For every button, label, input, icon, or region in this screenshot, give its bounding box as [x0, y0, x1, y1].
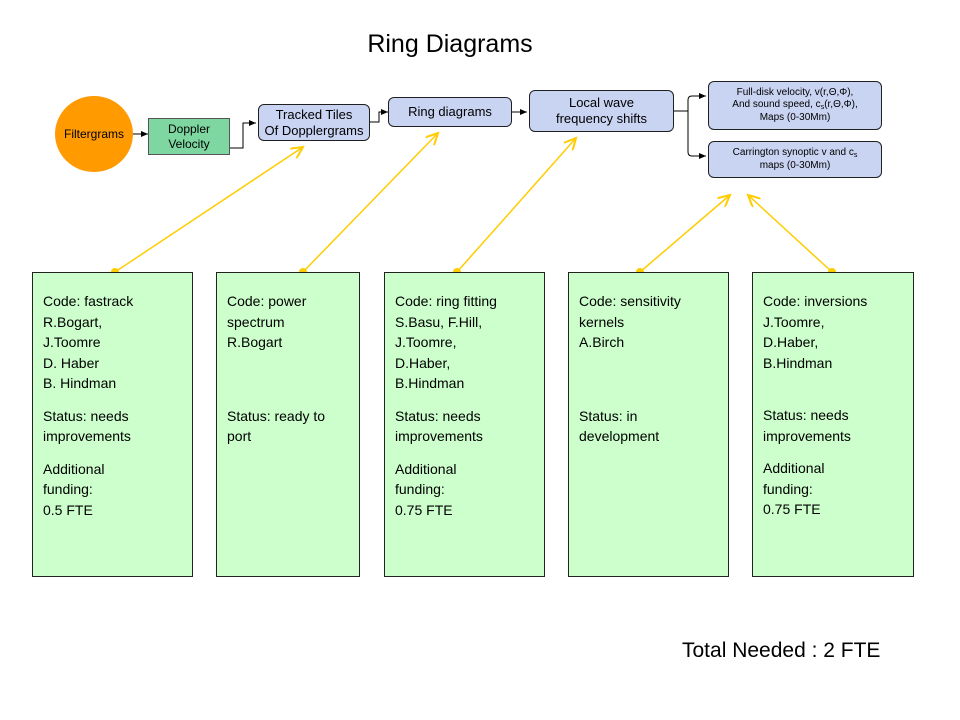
- card-line: funding:: [763, 480, 813, 497]
- card-line: funding:: [43, 481, 93, 497]
- card-status-block: Status: ready to port: [227, 406, 351, 447]
- node-doppler-line2: Velocity: [168, 136, 210, 151]
- card-line: R.Bogart: [227, 334, 283, 350]
- card-inversions: Code: inversions J.Toomre, D.Haber, B.Hi…: [752, 272, 914, 577]
- card-line: B.Hindman: [395, 375, 465, 391]
- card-line: J.Toomre,: [395, 334, 457, 350]
- card-line: port: [227, 428, 252, 444]
- node-ring-label: Ring diagrams: [408, 104, 492, 120]
- card-status-block: Status: needs improvements: [43, 406, 184, 447]
- card-status-block: Status: needs improvements: [763, 405, 905, 446]
- node-tracked-line1: Tracked Tiles: [275, 106, 353, 122]
- node-carrington-maps: Carrington synoptic v and cs maps (0-30M…: [708, 141, 882, 178]
- card-line: Status: needs: [763, 407, 849, 423]
- node-fulldisk-line3: Maps (0-30Mm): [759, 112, 831, 124]
- node-filtergrams-label: Filtergrams: [63, 126, 124, 141]
- flow-branch-vertical: [687, 93, 706, 111]
- card-funding-block: Additional funding: 0.75 FTE: [395, 459, 536, 521]
- node-carrington-line1-subscript: s: [853, 151, 858, 159]
- card-line: R.Bogart,: [43, 313, 103, 330]
- card-line: A.Birch: [579, 334, 625, 350]
- card-line: kernels: [579, 313, 625, 330]
- node-fulldisk-line2: And sound speed, cs(r,Θ,Φ),: [732, 99, 857, 112]
- node-full-disk-maps: Full-disk velocity, v(r,Θ,Φ), And sound …: [708, 81, 882, 130]
- card-line: B.Hindman: [763, 354, 833, 371]
- card-line: Status: needs: [395, 407, 481, 424]
- card-line: Code: ring fitting: [395, 293, 497, 309]
- node-filtergrams: Filtergrams: [55, 96, 133, 172]
- card-line: Code: sensitivity: [579, 293, 681, 309]
- card-line: Status: ready to: [227, 407, 326, 424]
- card-line: Status: in: [579, 407, 638, 424]
- card-line: funding:: [395, 481, 445, 497]
- link-arrow-sensitivity: [639, 195, 730, 273]
- node-fulldisk-line2-tail: (r,Θ,Φ),: [824, 98, 858, 110]
- card-power-spectrum: Code: power spectrum R.Bogart Status: re…: [216, 272, 360, 577]
- link-arrow-inversions: [748, 195, 833, 273]
- node-fulldisk-line2-text: And sound speed, c: [732, 98, 821, 110]
- card-sensitivity-kernels: Code: sensitivity kernels A.Birch Status…: [568, 272, 729, 577]
- node-doppler-line1: Doppler: [167, 122, 211, 137]
- card-line: D. Haber: [43, 354, 100, 371]
- card-line: 0.5 FTE: [43, 501, 93, 518]
- node-tracked-tiles: Tracked Tiles Of Dopplergrams: [258, 104, 370, 141]
- link-arrow-fastrack: [114, 147, 303, 273]
- card-line: J.Toomre: [43, 334, 101, 350]
- card-funding-block: Additional funding: 0.75 FTE: [763, 458, 905, 520]
- card-line: Code: power: [227, 293, 307, 309]
- node-carrington-line2: maps (0-30Mm): [759, 160, 831, 172]
- link-arrow-power-spectrum: [302, 133, 438, 273]
- card-code-block: Code: sensitivity kernels A.Birch: [579, 291, 720, 353]
- node-local-line2: frequency shifts: [555, 111, 648, 126]
- card-line: development: [579, 428, 660, 444]
- node-carrington-line1: Carrington synoptic v and cs: [733, 147, 858, 160]
- diagram-title: Ring Diagrams: [367, 30, 533, 58]
- card-line: S.Basu, F.Hill,: [395, 313, 483, 330]
- card-line: B. Hindman: [43, 375, 117, 391]
- card-line: spectrum: [227, 313, 285, 330]
- node-local-wave: Local wave frequency shifts: [529, 90, 674, 132]
- node-local-line1: Local wave: [568, 95, 635, 111]
- flow-arrow-tracked-ring: [370, 109, 388, 123]
- card-line: improvements: [43, 428, 131, 444]
- card-line: Additional: [43, 460, 105, 477]
- flow-branch-lower: [687, 111, 706, 159]
- total-needed: Total Needed : 2 FTE: [682, 639, 881, 662]
- flow-arrow-doppler-tracked: [230, 120, 256, 149]
- card-line: D.Haber,: [395, 354, 451, 371]
- node-doppler-velocity: Doppler Velocity: [148, 118, 230, 155]
- card-code-block: Code: inversions J.Toomre, D.Haber, B.Hi…: [763, 291, 905, 373]
- card-line: 0.75 FTE: [763, 501, 821, 517]
- card-line: D.Haber,: [763, 334, 819, 350]
- node-tracked-line2: Of Dopplergrams: [264, 122, 364, 138]
- node-carrington-line1-text: Carrington synoptic v and c: [732, 146, 854, 158]
- card-code-block: Code: ring fitting S.Basu, F.Hill, J.Too…: [395, 291, 536, 394]
- node-fulldisk-line2-subscript: s: [820, 103, 825, 111]
- card-line: J.Toomre,: [763, 313, 825, 330]
- card-line: Additional: [763, 460, 825, 476]
- node-ring-diagrams: Ring diagrams: [388, 97, 512, 127]
- card-status-block: Status: in development: [579, 406, 720, 447]
- card-funding-block: Additional funding: 0.5 FTE: [43, 459, 184, 521]
- card-line: Code: fastrack: [43, 293, 134, 309]
- card-ring-fitting: Code: ring fitting S.Basu, F.Hill, J.Too…: [384, 272, 545, 577]
- card-code-block: Code: power spectrum R.Bogart: [227, 291, 351, 353]
- link-arrow-ring-fitting: [456, 138, 576, 273]
- card-fastrack: Code: fastrack R.Bogart, J.Toomre D. Hab…: [32, 272, 193, 577]
- node-fulldisk-line1: Full-disk velocity, v(r,Θ,Φ),: [736, 86, 854, 98]
- card-code-block: Code: fastrack R.Bogart, J.Toomre D. Hab…: [43, 291, 184, 394]
- card-line: Status: needs: [43, 407, 129, 424]
- card-line: Code: inversions: [763, 293, 868, 309]
- card-status-block: Status: needs improvements: [395, 406, 536, 447]
- card-line: improvements: [763, 427, 851, 444]
- card-line: Additional: [395, 460, 457, 477]
- card-line: improvements: [395, 428, 483, 444]
- card-line: 0.75 FTE: [395, 501, 453, 518]
